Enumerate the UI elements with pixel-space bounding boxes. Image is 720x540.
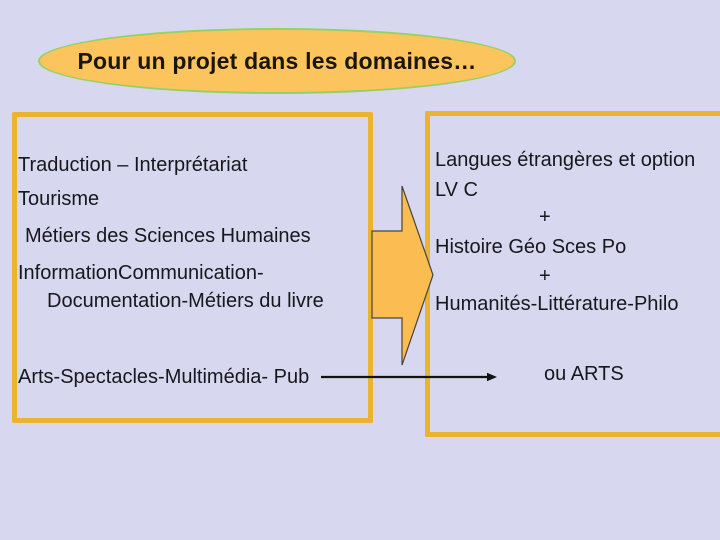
right-box-line: Histoire Géo Sces Po <box>435 236 627 258</box>
left-box-line: Traduction – Interprétariat <box>18 154 248 176</box>
right-box-line: Langues étrangères et option <box>435 149 696 171</box>
right-box-line: Humanités-Littérature-Philo <box>435 293 679 315</box>
slide-title: Pour un projet dans les domaines… <box>77 47 477 74</box>
left-box-line: Métiers des Sciences Humaines <box>25 225 311 247</box>
right-box-plus: + <box>539 206 551 228</box>
left-box-line: Arts-Spectacles-Multimédia- Pub <box>18 366 310 388</box>
right-arrow-connector-icon <box>321 372 497 382</box>
left-box-line: InformationCommunication- <box>18 262 264 284</box>
left-box-line: Tourisme <box>18 188 100 210</box>
left-domains-box <box>12 112 373 423</box>
right-box-footer: ou ARTS <box>544 363 624 385</box>
title-ellipse: Pour un projet dans les domaines… <box>38 28 516 94</box>
right-box-line: LV C <box>435 179 478 201</box>
right-block-arrow-icon <box>371 185 434 366</box>
left-box-line: Documentation-Métiers du livre <box>47 290 324 312</box>
right-box-plus: + <box>539 265 551 287</box>
